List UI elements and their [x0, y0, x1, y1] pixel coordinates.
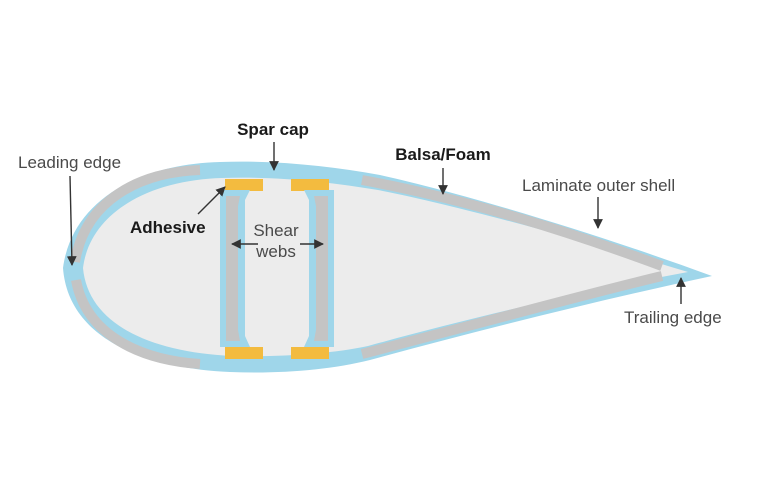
- leading-edge-core-upper: [70, 165, 201, 263]
- leading-edge-core-lower: [71, 278, 201, 369]
- label-webs: webs: [255, 242, 296, 261]
- label-shear: Shear: [253, 221, 299, 240]
- label-laminate-outer-shell: Laminate outer shell: [522, 176, 675, 195]
- label-trailing-edge: Trailing edge: [624, 308, 722, 327]
- arrow-adhesive: [197, 186, 226, 215]
- balsa-foam-core-lower: [360, 271, 664, 359]
- shear-web-left: [220, 190, 250, 347]
- adhesive-top-right: [291, 179, 329, 191]
- adhesive-bottom-right: [291, 347, 329, 359]
- label-adhesive: Adhesive: [130, 218, 206, 237]
- arrow-leading-edge: [66, 175, 77, 266]
- adhesive-top-left: [225, 179, 263, 191]
- interior-cavity: [83, 177, 688, 357]
- label-balsa-foam: Balsa/Foam: [395, 145, 490, 164]
- label-leading-edge: Leading edge: [18, 153, 121, 172]
- balsa-foam-core-upper: [361, 175, 664, 271]
- adhesive-bottom-left: [225, 347, 263, 359]
- shear-web-right: [304, 190, 334, 347]
- label-spar-cap: Spar cap: [237, 120, 309, 139]
